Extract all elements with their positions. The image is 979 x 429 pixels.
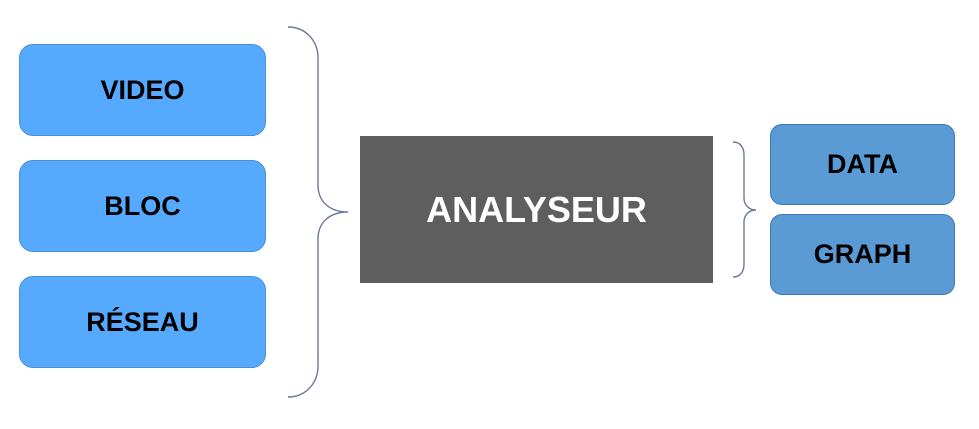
output-brace-path [732,141,757,278]
analyseur-box: ANALYSEUR [360,136,713,283]
data-box: DATA [770,124,955,205]
reseau-box: RÉSEAU [19,276,266,368]
bloc-box: BLOC [19,160,266,252]
video-box: VIDEO [19,44,266,136]
graph-box: GRAPH [770,214,955,295]
input-brace-path [287,26,349,398]
